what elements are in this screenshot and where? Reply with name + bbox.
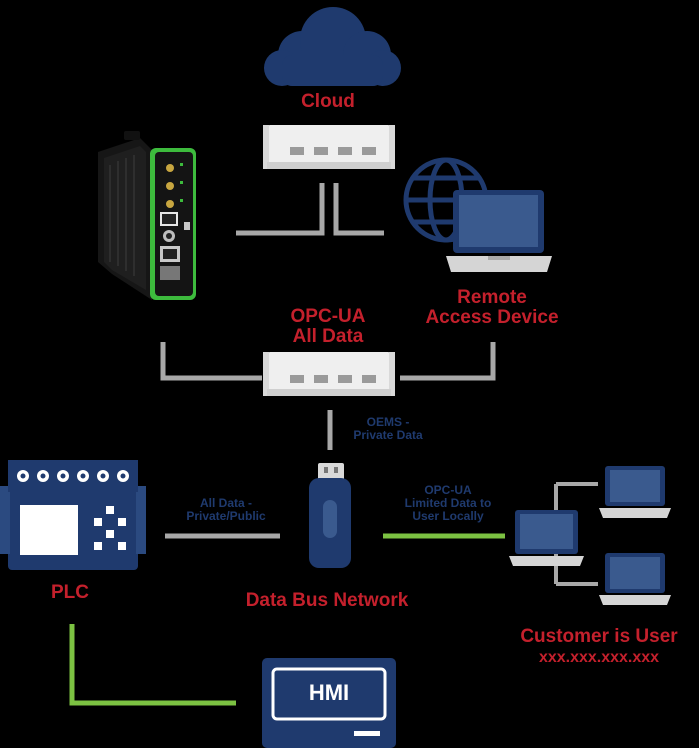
network-switch-top-icon xyxy=(263,125,395,169)
cloud-icon xyxy=(264,7,401,86)
link-gateway-to-top-switch xyxy=(236,183,325,236)
opc-ua-all-data-line-2: All Data xyxy=(292,325,364,347)
network-switch-middle-icon xyxy=(263,352,395,396)
remote-access-device-line-2: Access Device xyxy=(425,306,559,328)
link-gateway-to-mid-switch xyxy=(160,342,262,381)
customer-is-user-label: Customer is User xyxy=(520,626,678,647)
customer-laptop-bottom-icon xyxy=(599,553,671,605)
plc-label: PLC xyxy=(51,582,89,603)
customer-laptop-top-icon xyxy=(599,466,671,518)
hmi-label: HMI xyxy=(308,680,350,705)
link-remote-to-mid-switch xyxy=(400,342,496,381)
oems-private-data-label: OEMS - Private Data xyxy=(338,415,438,443)
customer-laptop-left-icon xyxy=(509,510,584,566)
cloud-label: Cloud xyxy=(301,91,355,112)
opc-ua-limited-data-line-3: User Locally xyxy=(412,509,484,524)
industrial-gateway-icon xyxy=(98,131,196,300)
hmi-panel-icon xyxy=(262,658,396,748)
remote-access-device-label: Remote Access Device xyxy=(412,288,572,328)
usb-stick-icon xyxy=(309,463,351,568)
opc-ua-limited-data-line-2: Limited Data to xyxy=(404,496,492,511)
connector-lines xyxy=(69,183,598,706)
remote-access-device-line-1: Remote xyxy=(457,287,527,308)
link-plc-to-hmi xyxy=(69,624,236,706)
all-data-private-public-line-2: Private/Public xyxy=(186,509,266,524)
data-bus-network-label: Data Bus Network xyxy=(245,590,409,611)
remote-access-laptop-icon xyxy=(446,190,552,272)
oems-private-data-line-2: Private Data xyxy=(353,428,423,443)
opc-ua-all-data-label: OPC-UA All Data xyxy=(248,307,408,347)
opc-ua-all-data-line-1: OPC-UA xyxy=(290,306,366,327)
link-top-switch-to-remote xyxy=(333,183,384,236)
opc-ua-limited-data-line-1: OPC-UA xyxy=(424,483,472,497)
customer-ip-label: xxx.xxx.xxx.xxx xyxy=(538,649,660,666)
all-data-private-public-line-1: All Data - xyxy=(199,496,252,510)
opc-ua-limited-data-label: OPC-UA Limited Data to User Locally xyxy=(378,483,518,524)
oems-private-data-line-1: OEMS - xyxy=(366,415,410,429)
plc-icon xyxy=(0,460,146,570)
all-data-private-public-label: All Data - Private/Public xyxy=(166,496,286,524)
